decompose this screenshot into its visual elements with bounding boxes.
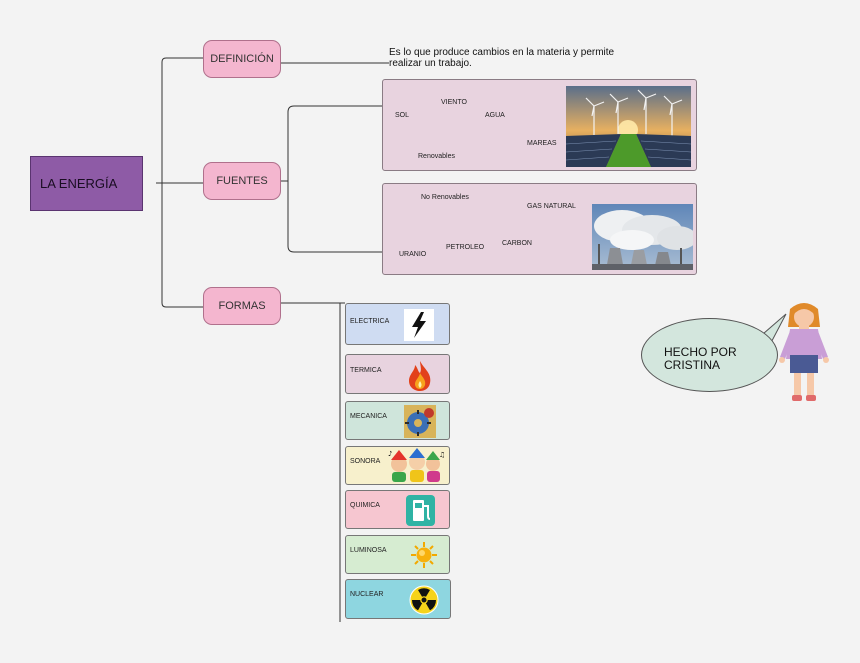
no-renovable-uranio: URANIO bbox=[399, 251, 427, 258]
root-node[interactable]: LA ENERGÍA bbox=[30, 156, 143, 211]
gear-icon bbox=[404, 405, 436, 443]
forma-mecanica[interactable]: MECANICA bbox=[345, 401, 450, 440]
sun-icon bbox=[410, 541, 438, 574]
no-renovable-gas-natural: GAS NATURAL bbox=[527, 203, 576, 210]
forma-sonora[interactable]: SONORA ♪♫ bbox=[345, 446, 450, 485]
forma-nuclear[interactable]: NUCLEAR bbox=[345, 579, 451, 619]
svg-text:♫: ♫ bbox=[439, 451, 445, 459]
credit-speech-bubble: HECHO POR CRISTINA bbox=[641, 318, 778, 392]
people-music-icon: ♪♫ bbox=[387, 448, 445, 489]
radiation-icon bbox=[409, 585, 439, 620]
formas-node[interactable]: FORMAS bbox=[203, 287, 281, 325]
fire-icon bbox=[404, 359, 436, 397]
power-plant-image bbox=[592, 204, 693, 270]
forma-luminosa[interactable]: LUMINOSA bbox=[345, 535, 450, 574]
no-renovable-carbon: CARBON bbox=[502, 240, 532, 247]
no-renovables-center: No Renovables bbox=[421, 194, 469, 201]
svg-text:♪: ♪ bbox=[388, 450, 392, 458]
renovables-center: Renovables bbox=[418, 153, 455, 160]
definicion-text: Es lo que produce cambios en la materia … bbox=[389, 47, 615, 69]
forma-quimica[interactable]: QUIMICA bbox=[345, 490, 450, 529]
lightning-icon bbox=[404, 309, 434, 346]
fuel-pump-icon bbox=[405, 494, 436, 532]
girl-avatar-icon bbox=[776, 301, 832, 410]
definicion-node[interactable]: DEFINICIÓN bbox=[203, 40, 281, 78]
forma-electrica[interactable]: ELECTRICA bbox=[345, 303, 450, 345]
forma-termica[interactable]: TERMICA bbox=[345, 354, 450, 394]
renovable-mareas: MAREAS bbox=[527, 140, 557, 147]
fuentes-node[interactable]: FUENTES bbox=[203, 162, 281, 200]
renovable-viento: VIENTO bbox=[441, 99, 467, 106]
no-renovable-petroleo: PETROLEO bbox=[446, 244, 485, 251]
renewable-energy-image bbox=[566, 86, 691, 167]
renovable-sol: SOL bbox=[395, 112, 410, 119]
renovable-agua: AGUA bbox=[485, 112, 505, 119]
